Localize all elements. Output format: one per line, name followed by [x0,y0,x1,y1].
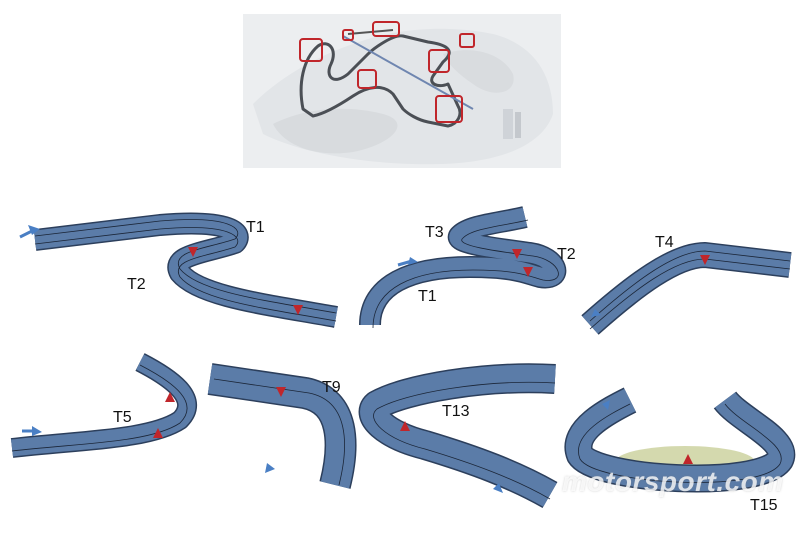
panel-t9: T9 [205,363,365,490]
turn-label: T13 [442,403,470,420]
apex-marker-icon [700,255,710,265]
highlight-box-t3 [342,29,354,41]
turn-label: T4 [655,234,674,251]
turn-label: T9 [322,379,341,396]
turn-label: T2 [557,246,576,263]
direction-arrow-icon [493,483,503,493]
direction-arrow-icon [591,309,601,317]
apex-marker-icon [400,421,410,431]
panel-t4: T4 [581,225,795,335]
panel-t13: T13 [358,363,560,509]
turn-label: T15 [750,497,778,514]
apex-marker-icon [276,387,286,397]
highlight-box-t15 [435,95,463,123]
apex-marker-icon [293,305,303,315]
turn-label: T2 [127,276,146,293]
apex-marker-icon [188,247,198,257]
direction-arrow-icon [32,426,42,436]
direction-arrow-icon [602,400,610,410]
apex-marker-icon [523,267,533,277]
panel-t5: T5 [10,353,200,460]
turn-label: T3 [425,224,444,241]
highlight-box-t1-t2 [299,38,323,62]
highlight-box-t13 [357,69,377,89]
overview-track [299,34,462,128]
circuit-overview-map [243,14,561,168]
panel-t1-t2: T1 T2 [0,205,345,330]
panel-t15: T15 [564,380,795,525]
apex-marker-icon [153,428,163,438]
turn-label: T5 [113,409,132,426]
highlight-box-t9 [428,49,450,73]
highlight-box-t5 [459,33,475,48]
apex-marker-icon [512,249,522,259]
watermark: motorsport.com [562,466,784,497]
direction-arrow-icon [408,257,418,265]
turn-label: T1 [246,219,265,236]
apex-marker-icon [165,392,175,402]
direction-arrow-icon [265,463,275,473]
apex-marker-icon [683,454,693,464]
highlight-box-t4 [372,21,400,37]
turn-label: T1 [418,288,437,305]
panel-t3-t2-t1: T3 T2 T1 [350,205,590,330]
